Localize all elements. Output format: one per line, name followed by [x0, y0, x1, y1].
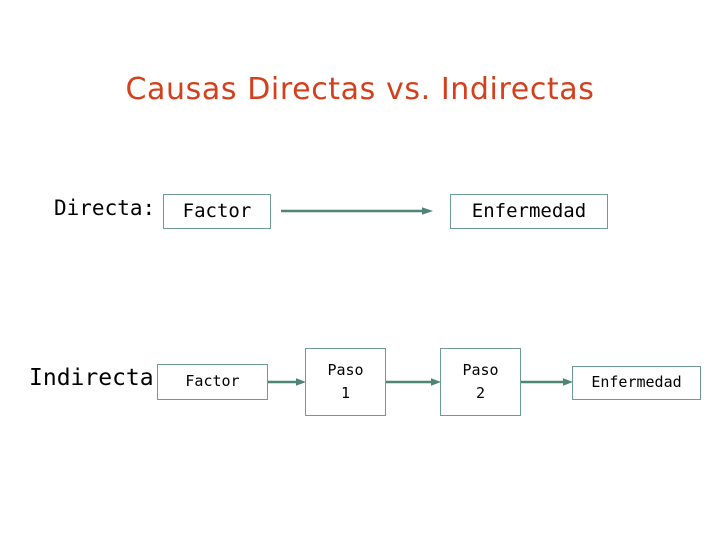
node-box-indirecta-paso-1: Paso 1 [305, 348, 386, 416]
arrow-indirecta-paso2-to-enfermedad [521, 376, 573, 388]
node-box-indirecta-enfermedad: Enfermedad [572, 366, 701, 400]
node-box-directa-enfermedad: Enfermedad [450, 194, 608, 229]
node-box-indirecta-paso-2: Paso 2 [440, 348, 521, 416]
page-title: Causas Directas vs. Indirectas [125, 72, 595, 107]
arrow-indirecta-factor-to-paso1 [268, 376, 306, 388]
arrow-directa-factor-to-enfermedad [281, 205, 433, 217]
arrow-indirecta-paso1-to-paso2 [386, 376, 441, 388]
node-box-indirecta-factor: Factor [157, 364, 268, 400]
row-label-indirecta: Indirecta: [29, 365, 168, 391]
node-box-directa-factor: Factor [163, 194, 271, 229]
row-label-directa: Directa: [54, 196, 156, 220]
